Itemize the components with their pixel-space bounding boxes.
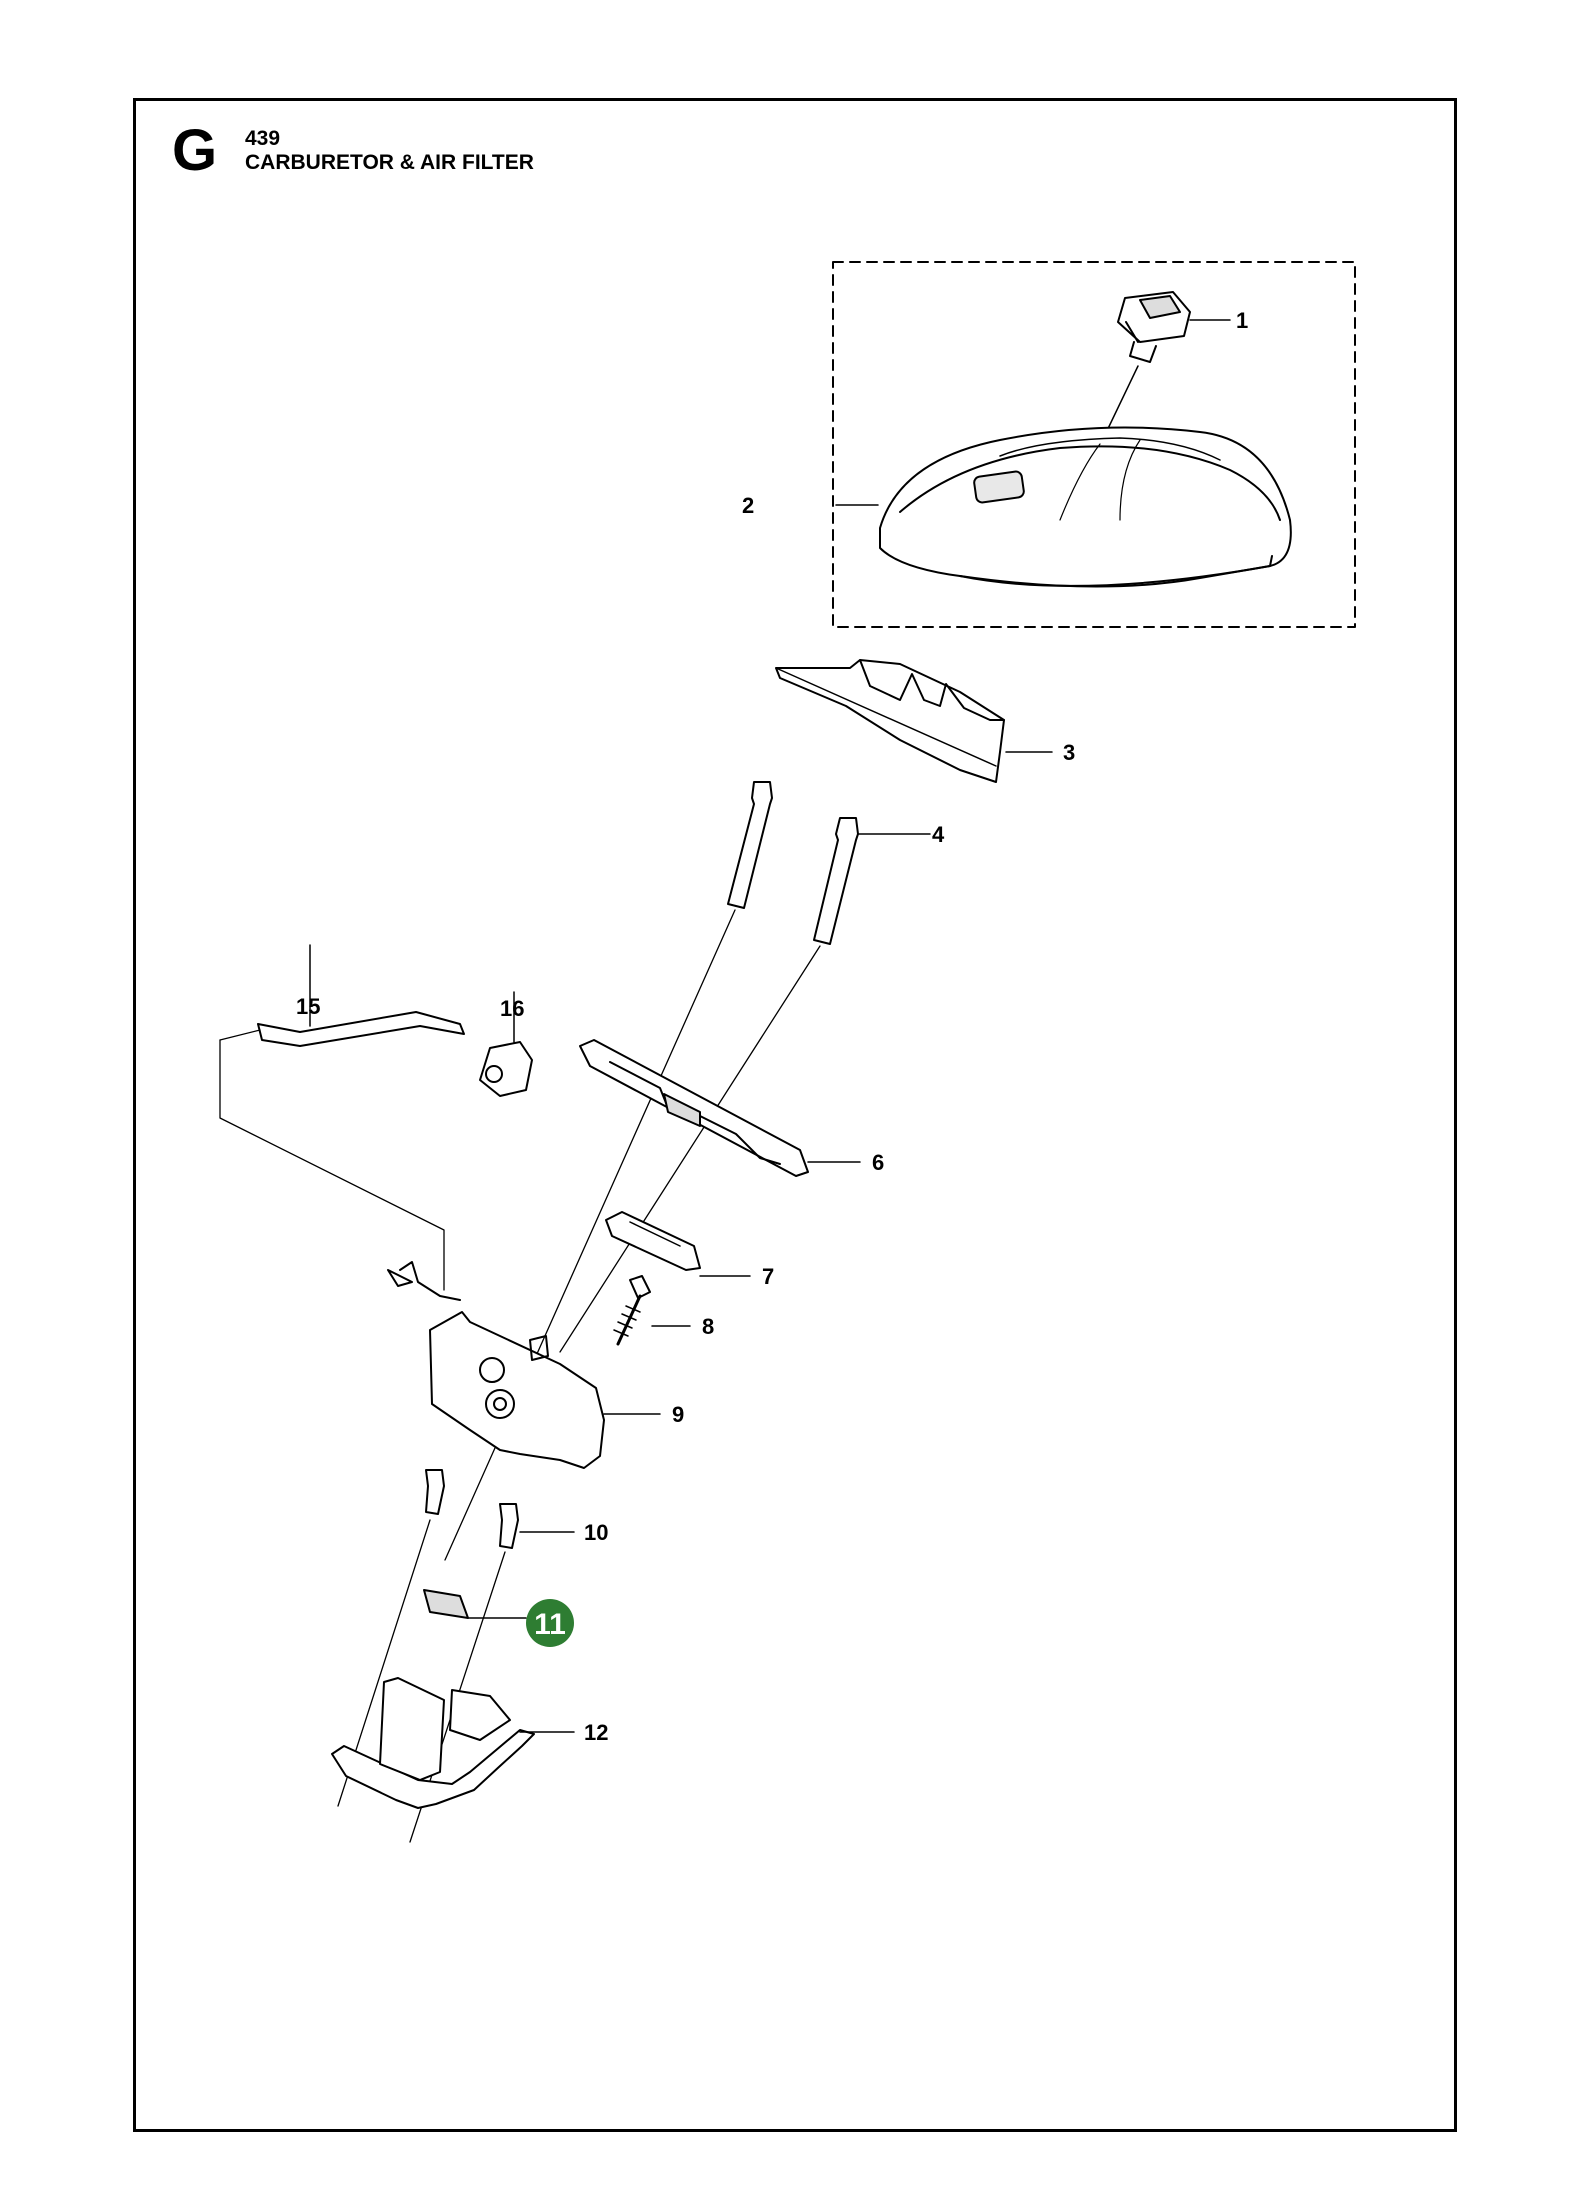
part-9-carburetor: [387, 1261, 661, 1469]
part-1-knob: [1091, 291, 1231, 463]
part-15-throttle-rod: [219, 944, 465, 1291]
part-2-cover: [835, 426, 1292, 588]
page-title: CARBURETOR & AIR FILTER: [245, 151, 534, 174]
part-16-clip: [479, 991, 533, 1097]
part-8-spring-screw: [613, 1275, 691, 1346]
part-11-gasket: [423, 1589, 527, 1619]
part-12-intake-manifold: [331, 1677, 575, 1809]
callout-9: 9: [672, 1402, 684, 1427]
callout-4: 4: [932, 822, 945, 847]
callout-16: 16: [500, 996, 524, 1021]
section-letter: G: [172, 118, 218, 183]
callout-1: 1: [1236, 308, 1248, 333]
diagram-frame: [133, 98, 1457, 2132]
callout-10: 10: [584, 1520, 608, 1545]
callout-7: 7: [762, 1264, 774, 1289]
callout-3: 3: [1063, 740, 1075, 765]
kit-dashed-box: [832, 261, 1356, 628]
callout-11-highlight: [526, 1599, 574, 1647]
model-number: 439: [245, 127, 281, 150]
callout-15: 15: [296, 994, 320, 1019]
part-7-gasket: [605, 1211, 751, 1277]
callout-11: 11: [534, 1608, 566, 1641]
callout-6: 6: [872, 1150, 884, 1175]
callout-8: 8: [702, 1314, 714, 1339]
callout-12: 12: [584, 1720, 608, 1745]
callout-2: 2: [742, 493, 754, 518]
part-6-adapter-plate: [579, 1039, 861, 1177]
part-3-air-filter: [775, 659, 1053, 783]
part-4-screws: [444, 781, 931, 1561]
